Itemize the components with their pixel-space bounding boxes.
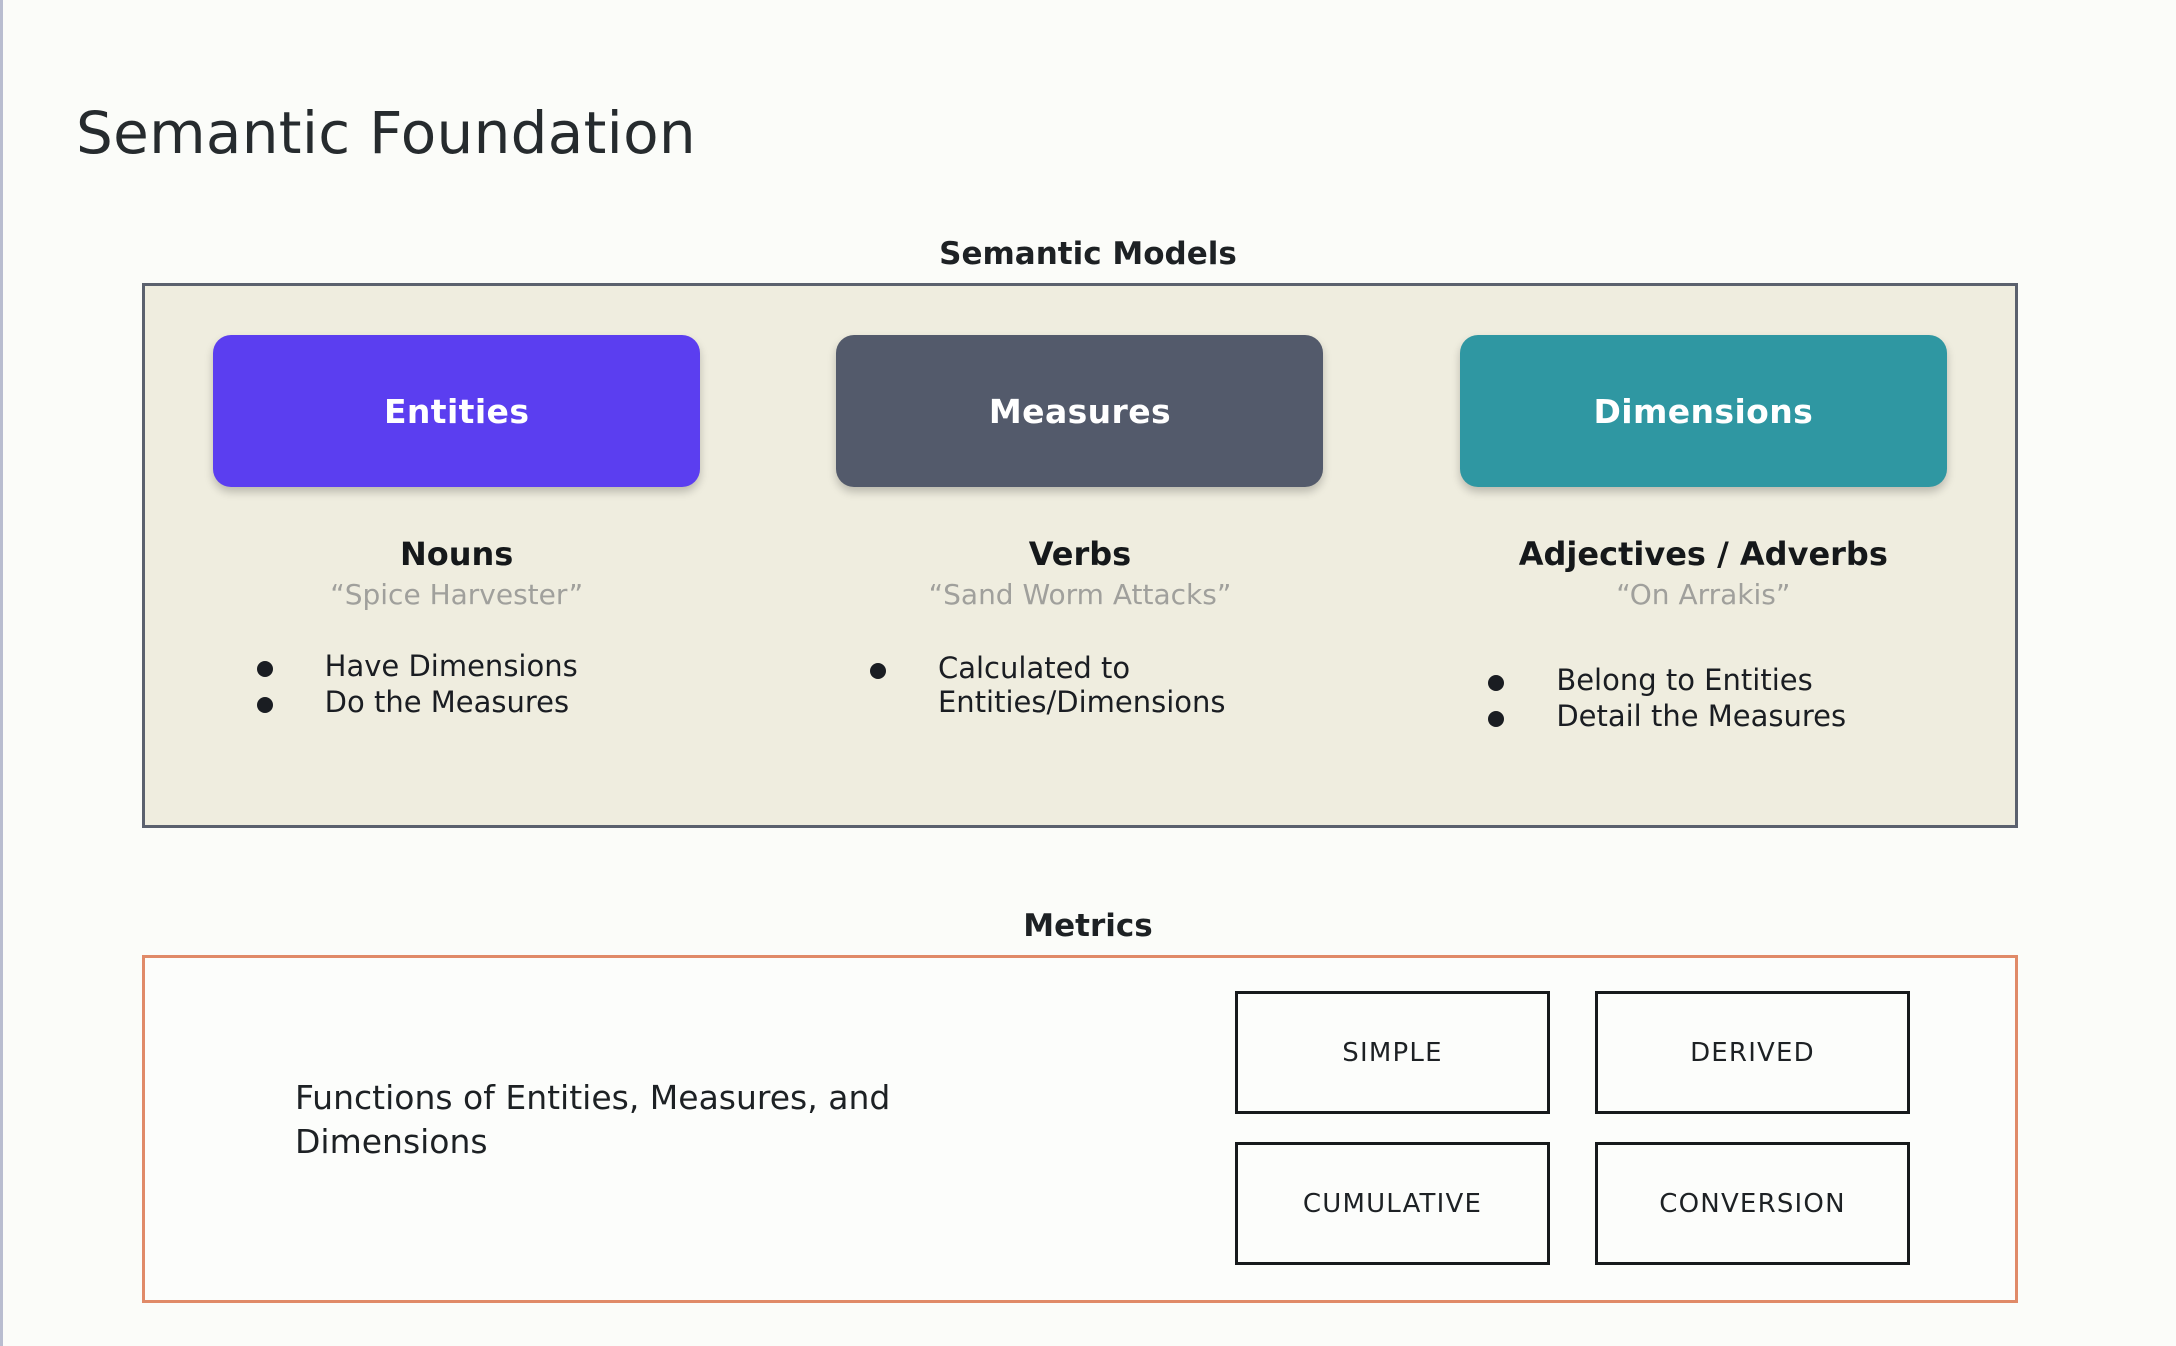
entities-pill[interactable]: Entities: [213, 335, 701, 487]
metric-type-grid: SIMPLE DERIVED CUMULATIVE CONVERSION: [1235, 991, 1925, 1265]
entities-bullet-2: Do the Measures: [324, 685, 570, 720]
measures-part-of-speech: Verbs: [1028, 535, 1132, 573]
entities-bullet-1: Have Dimensions: [324, 649, 578, 684]
semantic-models-panel: Entities Nouns “Spice Harvester” Have Di…: [142, 283, 2018, 828]
dimensions-bullet-2: Detail the Measures: [1556, 699, 1847, 734]
measures-example: “Sand Worm Attacks”: [928, 578, 1232, 612]
bullet-dot-icon: [1488, 711, 1505, 728]
dimensions-pill[interactable]: Dimensions: [1459, 335, 1947, 487]
list-item: Calculated to Entities/Dimensions: [869, 651, 1290, 720]
left-edge-rule: [0, 0, 3, 1346]
list-item: Do the Measures: [256, 685, 657, 720]
dimensions-bullet-1: Belong to Entities: [1556, 663, 1813, 698]
metrics-panel: Functions of Entities, Measures, and Dim…: [142, 955, 2018, 1303]
page-title: Semantic Foundation: [76, 98, 696, 167]
bullet-dot-icon: [869, 663, 886, 680]
semantic-column-measures: Measures Verbs “Sand Worm Attacks” Calcu…: [768, 286, 1391, 825]
dimensions-part-of-speech: Adjectives / Adverbs: [1518, 535, 1888, 573]
semantic-column-dimensions: Dimensions Adjectives / Adverbs “On Arra…: [1392, 286, 2015, 825]
metric-type-cumulative[interactable]: CUMULATIVE: [1235, 1142, 1550, 1265]
entities-example: “Spice Harvester”: [330, 578, 584, 612]
metric-type-derived[interactable]: DERIVED: [1595, 991, 1910, 1114]
semantic-models-header: Semantic Models: [939, 236, 1237, 272]
bullet-dot-icon: [256, 661, 273, 678]
entities-bullet-list: Have Dimensions Do the Measures: [145, 649, 768, 721]
dimensions-example: “On Arrakis”: [1616, 578, 1791, 612]
semantic-models-columns: Entities Nouns “Spice Harvester” Have Di…: [145, 286, 2015, 825]
measures-bullet-list: Calculated to Entities/Dimensions: [768, 651, 1391, 721]
list-item: Detail the Measures: [1488, 699, 1918, 733]
metrics-description: Functions of Entities, Measures, and Dim…: [295, 1078, 891, 1161]
measures-bullet-1: Calculated to Entities/Dimensions: [937, 651, 1226, 720]
semantic-column-entities: Entities Nouns “Spice Harvester” Have Di…: [145, 286, 768, 825]
measures-pill[interactable]: Measures: [836, 335, 1324, 487]
metrics-header: Metrics: [1023, 908, 1153, 944]
metric-type-conversion[interactable]: CONVERSION: [1595, 1142, 1910, 1265]
metric-type-simple[interactable]: SIMPLE: [1235, 991, 1550, 1114]
bullet-dot-icon: [1488, 675, 1505, 692]
list-item: Have Dimensions: [256, 649, 657, 684]
entities-part-of-speech: Nouns: [399, 535, 514, 573]
dimensions-bullet-list: Belong to Entities Detail the Measures: [1392, 663, 2015, 735]
bullet-dot-icon: [256, 697, 273, 714]
list-item: Belong to Entities: [1488, 663, 1918, 697]
